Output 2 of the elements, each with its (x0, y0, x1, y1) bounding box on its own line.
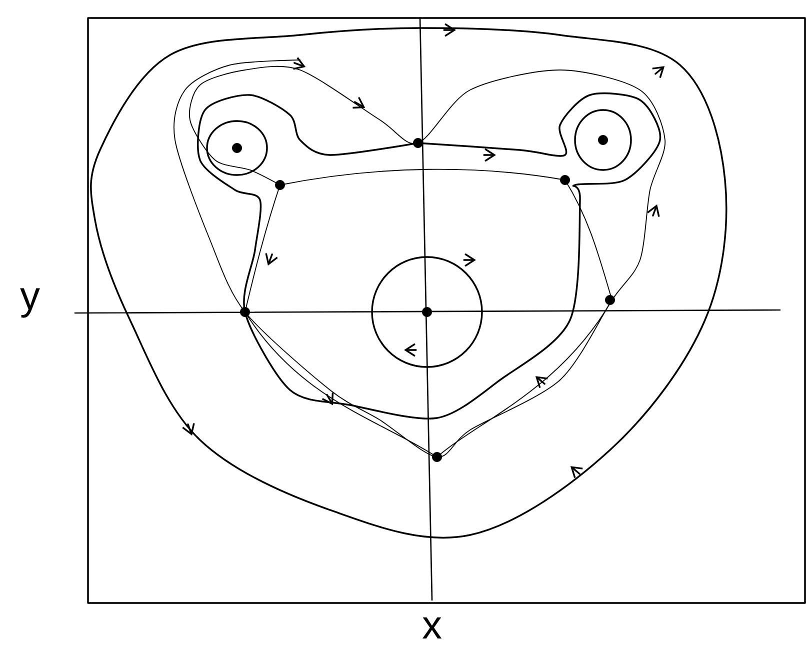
axis-label: y (20, 288, 40, 318)
axis-label: x (422, 617, 442, 639)
